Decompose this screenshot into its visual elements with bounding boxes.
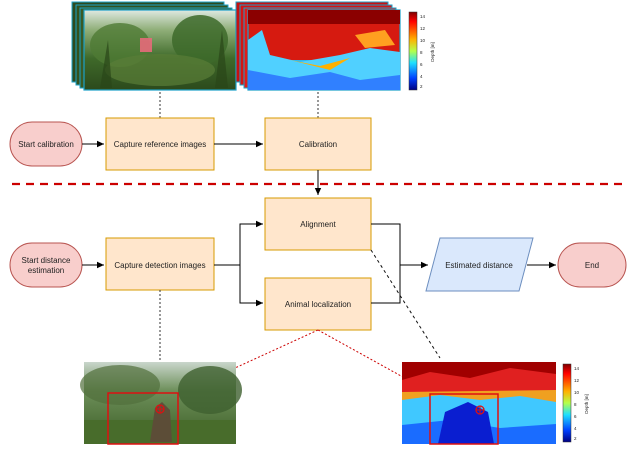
alignment-node: Alignment bbox=[264, 197, 372, 251]
start-distance-estimation-node: Start distance estimation bbox=[9, 242, 83, 288]
detection-image bbox=[80, 362, 242, 445]
detection-depth-map bbox=[402, 362, 556, 445]
colorbar-tick: 6 bbox=[420, 62, 423, 67]
end-node: End bbox=[557, 242, 627, 288]
dotted-connector bbox=[370, 249, 441, 359]
capture-reference-images-node: Capture reference images bbox=[105, 117, 215, 171]
colorbar-tick: 4 bbox=[420, 74, 423, 79]
estimated-distance-node: Estimated distance bbox=[425, 237, 534, 292]
colorbar-tick: 8 bbox=[420, 50, 423, 55]
node-label: Start calibration bbox=[18, 140, 74, 149]
colorbar-tick: 2 bbox=[574, 436, 577, 441]
colorbar-tick: 6 bbox=[574, 414, 577, 419]
node-label: Start distance bbox=[22, 256, 71, 265]
flow-arrow bbox=[371, 223, 401, 265]
node-label: Capture reference images bbox=[114, 140, 207, 149]
node-label: Calibration bbox=[299, 140, 337, 149]
bounding-box bbox=[429, 393, 499, 445]
reference-depth-map-stack bbox=[235, 1, 401, 91]
colorbar-tick: 14 bbox=[574, 366, 580, 371]
colorbar-label: Depth [m] bbox=[584, 394, 589, 414]
node-label: Animal localization bbox=[285, 300, 351, 309]
colorbar-tick: 12 bbox=[420, 26, 426, 31]
calibration-node: Calibration bbox=[264, 117, 372, 171]
node-label: Alignment bbox=[300, 220, 336, 229]
red-dotted-connector bbox=[234, 329, 319, 369]
capture-detection-images-node: Capture detection images bbox=[105, 237, 215, 291]
reference-rgb-image-stack bbox=[71, 1, 237, 91]
red-dotted-connector bbox=[317, 329, 431, 393]
colorbar-tick: 10 bbox=[574, 390, 580, 395]
flow-arrow bbox=[214, 220, 263, 266]
node-label: estimation bbox=[28, 266, 64, 275]
start-calibration-node: Start calibration bbox=[9, 121, 83, 167]
bounding-box bbox=[107, 392, 179, 445]
node-label: End bbox=[585, 261, 599, 270]
colorbar-tick: 10 bbox=[420, 38, 426, 43]
colorbar-tick: 2 bbox=[420, 84, 423, 89]
colorbar-tick: 4 bbox=[574, 426, 577, 431]
animal-localization-node: Animal localization bbox=[264, 277, 372, 331]
colorbar-tick: 8 bbox=[574, 402, 577, 407]
flow-arrow bbox=[371, 265, 401, 304]
depth-colorbar-top: 14 12 10 8 6 4 2 Depth [m] bbox=[408, 11, 435, 91]
node-label: Estimated distance bbox=[445, 261, 513, 270]
flow-arrow bbox=[239, 265, 263, 307]
colorbar-tick: 14 bbox=[420, 14, 426, 19]
colorbar-label: Depth [m] bbox=[430, 42, 435, 62]
colorbar-tick: 12 bbox=[574, 378, 580, 383]
depth-colorbar-bottom: 14 12 10 8 6 4 2 Depth [m] bbox=[562, 363, 589, 443]
node-label: Capture detection images bbox=[114, 261, 205, 270]
